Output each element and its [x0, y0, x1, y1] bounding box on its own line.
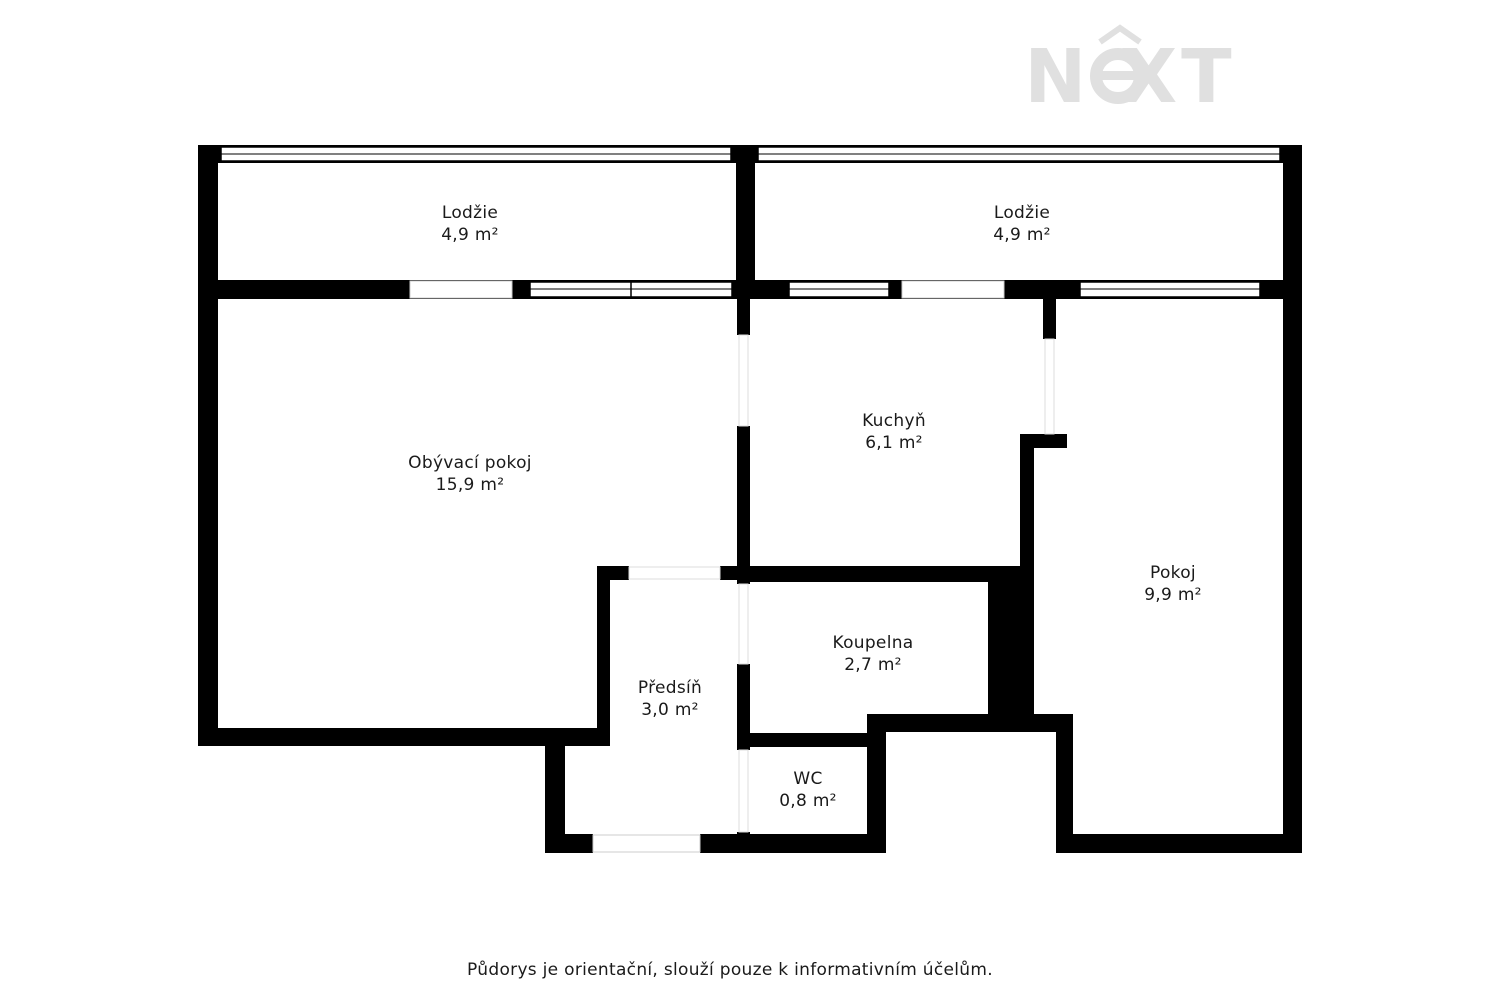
room-label-living-room: Obývací pokoj 15,9 m²: [350, 452, 590, 496]
room-name: Předsíň: [637, 678, 703, 698]
wall-loggia-divider: [736, 145, 755, 298]
wall-living-kitchen-lower: [737, 426, 750, 583]
room-area: 3,0 m²: [641, 700, 699, 720]
windows: [220, 146, 1281, 853]
room-label-loggia-left: Lodžie 4,9 m²: [350, 202, 590, 246]
door-kitchen-loggia: [901, 280, 1005, 299]
next-logo: N XT: [1024, 24, 1232, 120]
wall-hall-top-mid: [720, 566, 750, 580]
wall-living-bottom: [198, 728, 610, 746]
walls: [198, 145, 1302, 853]
room-name: Pokoj: [1150, 563, 1196, 583]
wall-room-bottom: [1056, 834, 1302, 853]
wall-room-step: [1056, 714, 1073, 853]
door-kitchen-room: [1044, 338, 1055, 435]
disclaimer-text: Půdorys je orientační, slouží pouze k in…: [467, 960, 993, 980]
room-area: 15,9 m²: [435, 475, 505, 495]
wall-kitchen-bottom: [737, 566, 1034, 582]
room-label-kitchen: Kuchyň 6,1 m²: [774, 410, 1014, 454]
room-name: Koupelna: [832, 633, 914, 653]
room-name: Kuchyň: [862, 411, 926, 431]
room-area: 4,9 m²: [441, 225, 499, 245]
opening-living-kitchen: [738, 334, 749, 427]
wall-entrance-bottom-right: [700, 834, 886, 853]
wall-living-kitchen-upper: [737, 299, 750, 335]
wall-kitchen-room-upper: [1043, 299, 1056, 339]
wall-entrance-left: [545, 740, 565, 853]
wall-hall-left: [597, 566, 610, 746]
room-area: 2,7 m²: [844, 655, 902, 675]
wall-hall-bath: [737, 664, 750, 750]
opening-hall-living: [628, 566, 721, 580]
wall-kitchen-room-lower: [1020, 434, 1034, 582]
wall-outer-left: [198, 145, 218, 746]
door-living-loggia: [409, 280, 513, 299]
door-wc: [738, 749, 749, 833]
room-name: Lodžie: [441, 203, 499, 223]
room-label-hall: Předsíň 3,0 m²: [550, 677, 790, 721]
wall-entrance-bottom-left: [545, 834, 593, 853]
installation-shaft: [988, 566, 1034, 730]
wall-wc-top: [737, 733, 885, 747]
wall-bathroom-bottom: [867, 714, 1073, 732]
room-name: Lodžie: [993, 203, 1051, 223]
room-area: 9,9 m²: [1144, 585, 1202, 605]
wall-outer-right: [1283, 145, 1302, 853]
room-label-wc: WC 0,8 m²: [688, 768, 928, 812]
wall-wc-right: [867, 714, 886, 853]
room-area: 4,9 m²: [993, 225, 1051, 245]
entrance-door: [592, 834, 701, 853]
room-name: Obývací pokoj: [408, 453, 532, 473]
room-area: 6,1 m²: [865, 433, 923, 453]
room-area: 0,8 m²: [779, 791, 837, 811]
door-bathroom: [738, 583, 749, 665]
room-label-bathroom: Koupelna 2,7 m²: [753, 632, 993, 676]
room-label-loggia-right: Lodžie 4,9 m²: [902, 202, 1142, 246]
room-name: WC: [793, 769, 823, 789]
room-label-room: Pokoj 9,9 m²: [1053, 562, 1293, 606]
